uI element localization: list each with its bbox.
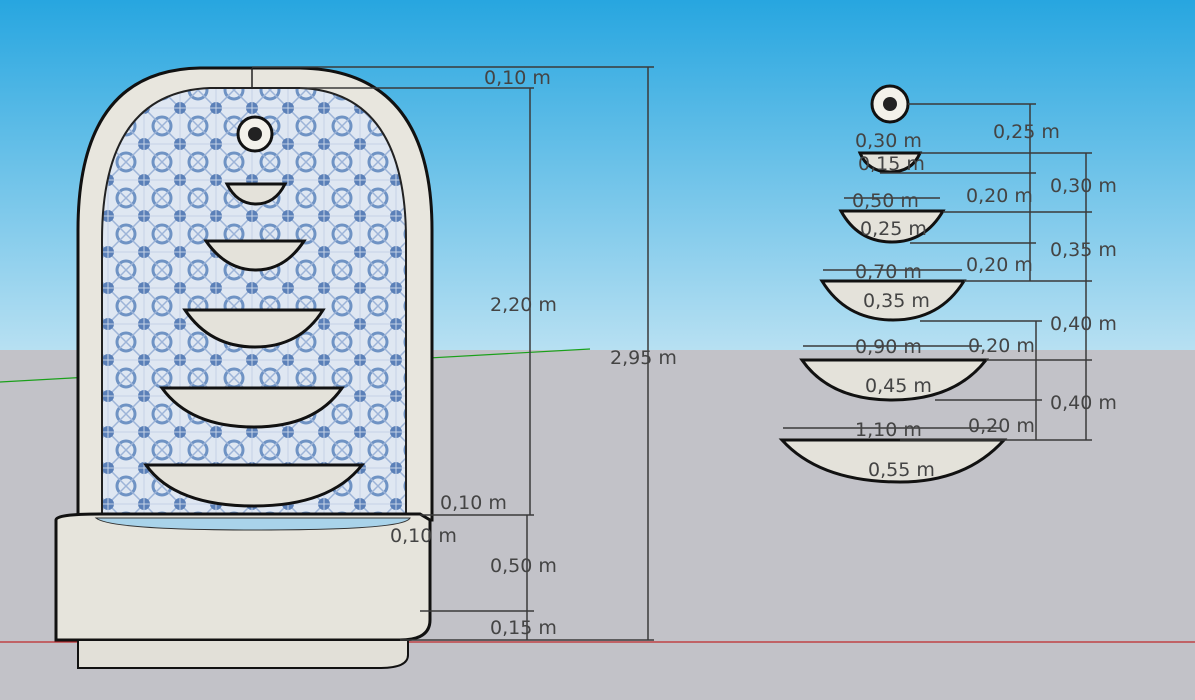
spout-icon — [236, 115, 274, 153]
dim-bowl3-spacing: 0,40 m — [1050, 313, 1117, 335]
basin — [54, 512, 432, 642]
dim-bowl3-depth: 0,35 m — [863, 290, 930, 312]
bowl-1 — [224, 182, 288, 206]
dim-gap4: 0,20 m — [968, 415, 1035, 437]
bowl-3 — [182, 308, 326, 349]
dim-spout-gap: 0,25 m — [993, 121, 1060, 143]
dim-bowl2-spacing: 0,35 m — [1050, 239, 1117, 261]
dim-bowl1-depth: 0,15 m — [858, 153, 925, 175]
bowl-2 — [203, 239, 307, 272]
dim-top-thickness: 0,10 m — [484, 67, 551, 89]
bowl-detail[interactable] — [778, 84, 1008, 484]
dim-gap2: 0,20 m — [966, 254, 1033, 276]
dim-bowl2-width: 0,50 m — [852, 190, 919, 212]
dim-panel-height: 2,20 m — [490, 294, 557, 316]
dim-bowl2-depth: 0,25 m — [860, 218, 927, 240]
tile-panel — [101, 87, 407, 519]
dim-basin-rim-a: 0,10 m — [440, 492, 507, 514]
detail-bowl-1 — [857, 151, 923, 174]
dim-bowl4-spacing: 0,40 m — [1050, 392, 1117, 414]
dim-bowl5-width: 1,10 m — [855, 419, 922, 441]
dim-total-height: 2,95 m — [610, 347, 677, 369]
dim-bowl1-width: 0,30 m — [855, 130, 922, 152]
dim-basin-height: 0,50 m — [490, 555, 557, 577]
dim-bowl4-width: 0,90 m — [855, 336, 922, 358]
dim-plinth-height: 0,15 m — [490, 617, 557, 639]
detail-bowl-5 — [778, 438, 1008, 484]
dim-gap1: 0,20 m — [966, 185, 1033, 207]
wall-fountain[interactable] — [54, 66, 434, 669]
dim-basin-rim-b: 0,10 m — [390, 525, 457, 547]
fountain-dimension-lines — [252, 66, 654, 641]
dim-bowl5-depth: 0,55 m — [868, 459, 935, 481]
plinth — [77, 639, 409, 669]
dim-bowl1-spacing: 0,30 m — [1050, 175, 1117, 197]
dim-gap3: 0,20 m — [968, 335, 1035, 357]
detail-bowl-3 — [819, 279, 967, 322]
basin-water — [94, 517, 411, 531]
bowl-4 — [159, 386, 345, 429]
spout-detail-icon — [870, 84, 910, 124]
dim-bowl4-depth: 0,45 m — [865, 375, 932, 397]
bowl-5 — [143, 463, 366, 508]
detail-bowl-4 — [799, 358, 990, 402]
detail-bowl-2 — [838, 209, 946, 244]
dim-bowl3-width: 0,70 m — [855, 261, 922, 283]
bowl-dimension-lines — [783, 103, 1092, 441]
